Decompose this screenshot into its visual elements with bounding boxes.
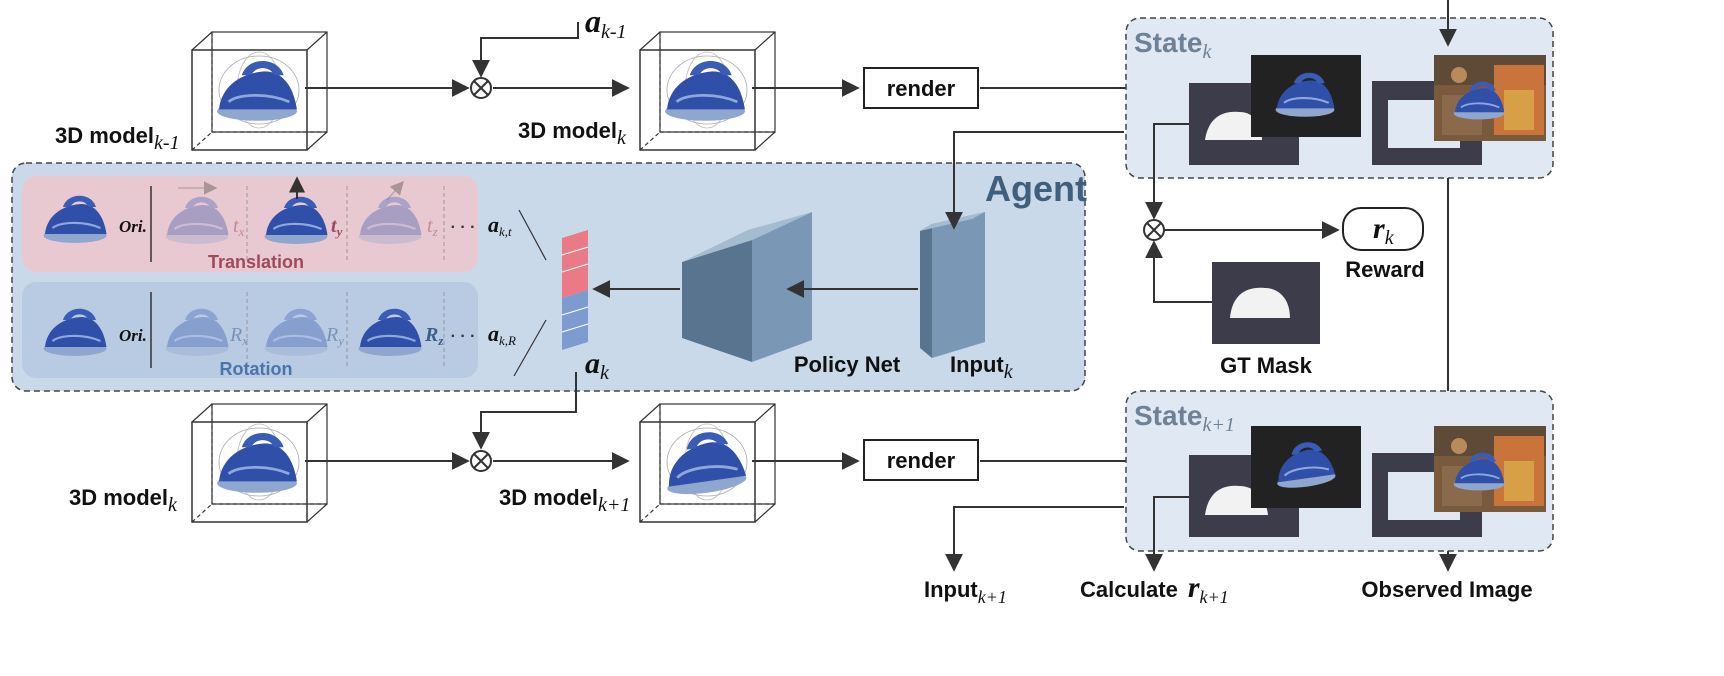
input-k-label: Inputk: [950, 352, 1014, 383]
rotation-rz-label: Rz: [424, 324, 444, 348]
state-next-title: Statek+1: [1134, 400, 1235, 436]
state-k-rendered-image: [1251, 55, 1361, 137]
translation-ellipsis: · · ·: [451, 219, 476, 236]
model-k-label-bottom: 3D modelk: [69, 485, 178, 516]
agent-title: Agent: [985, 168, 1087, 209]
rotation-ori-label: Ori.: [119, 326, 147, 345]
rotation-rx-label: Rx: [229, 324, 248, 348]
rotation-row: [22, 282, 478, 378]
rotation-caption: Rotation: [220, 359, 293, 379]
action-vector-label: ak: [585, 347, 610, 384]
observed-image-label: Observed Image: [1361, 577, 1532, 602]
model-k-label-top: 3D modelk: [518, 118, 627, 149]
policy-net-shape: [682, 212, 812, 362]
gt-mask-label: GT Mask: [1220, 353, 1312, 378]
translation-action-label: ak,t: [488, 212, 512, 239]
action-vector: [561, 230, 589, 350]
translation-row: [22, 176, 478, 272]
render-box-top: [863, 67, 979, 109]
input-next-label: Inputk+1: [924, 577, 1007, 607]
model-k-plus-1-cube: [639, 403, 776, 523]
render-label-bottom: render: [887, 448, 956, 473]
policy-net-label: Policy Net: [794, 352, 901, 377]
input-k-shape: [920, 212, 985, 358]
compose-operator-top: [470, 77, 492, 99]
compose-operator-reward: [1143, 219, 1165, 241]
model-k-cube-top: [639, 31, 776, 151]
model-k-minus-1-cube: [191, 31, 328, 151]
rotation-ry-label: Ry: [325, 324, 344, 348]
model-k-cube-bottom: [191, 403, 328, 523]
reward-symbol: rk: [1373, 212, 1395, 249]
state-k-observed-photo: [1434, 55, 1546, 141]
gt-mask-image: [1212, 262, 1320, 344]
reward-box: [1342, 207, 1424, 251]
model-k-minus-1-label: 3D modelk-1: [55, 123, 180, 154]
render-box-bottom: [863, 439, 979, 481]
state-next-rendered-image: [1251, 426, 1361, 508]
translation-tx-label: tx: [233, 215, 245, 239]
render-label-top: render: [887, 76, 956, 101]
action-prev-label: ak-1: [585, 3, 627, 43]
translation-ori-label: Ori.: [119, 217, 147, 236]
state-next-observed-photo: [1434, 426, 1546, 512]
model-k-plus-1-label: 3D modelk+1: [499, 485, 630, 516]
rotation-action-label: ak,R: [488, 321, 516, 348]
rotation-ellipsis: · · ·: [451, 328, 476, 345]
translation-ty-label: ty: [331, 215, 343, 239]
translation-caption: Translation: [208, 252, 304, 272]
reward-label: Reward: [1345, 257, 1424, 282]
translation-tz-label: tz: [427, 215, 438, 239]
compose-operator-bottom: [470, 450, 492, 472]
state-k-title: Statek: [1134, 27, 1212, 63]
